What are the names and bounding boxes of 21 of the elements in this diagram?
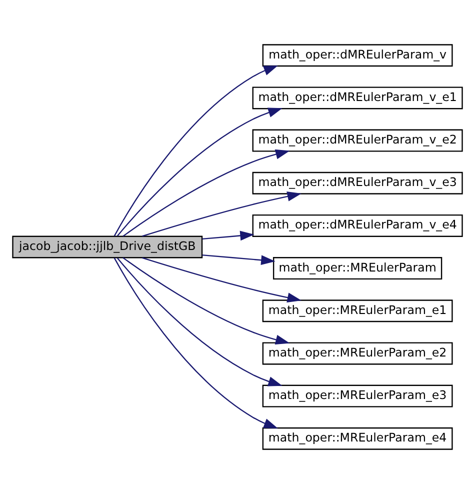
arrow [122,148,290,236]
arrow [114,257,278,428]
node-box: math_oper::MREulerParam_e2 [262,342,453,364]
node-box: jacob_jacob::jjlb_Drive_distGB [12,235,203,258]
arrow [122,256,290,344]
node-box: math_oper::dMREulerParam_v_e1 [252,86,463,109]
arrow [116,257,282,386]
node-box: math_oper::dMREulerParam_v_e3 [252,171,463,194]
arrow [114,65,278,236]
arrow [142,256,302,302]
node-box: math_oper::MREulerParam_e1 [262,299,453,322]
node-box: math_oper::dMREulerParam_v_e4 [252,214,463,236]
arrow [116,107,282,236]
node-box: math_oper::MREulerParam_e4 [262,426,453,450]
arrow [142,191,302,236]
arrow [202,254,276,265]
node-box: math_oper::MREulerParam [272,256,442,280]
arrow [202,230,254,240]
node-box: math_oper::dMREulerParam_v_e2 [252,128,463,152]
node-box: math_oper::MREulerParam_e3 [262,384,453,407]
node-box: math_oper::dMREulerParam_v [262,44,453,66]
